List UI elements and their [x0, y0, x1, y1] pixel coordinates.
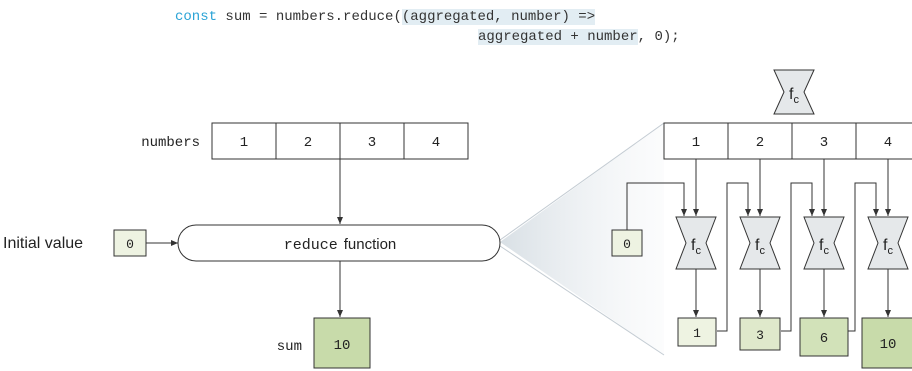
- numbers-cell: [339, 122, 405, 160]
- code-line-2-suffix: , 0);: [637, 29, 680, 45]
- zoom-wedge-edge-bottom: [499, 245, 665, 356]
- accumulator-line-0: [626, 182, 687, 230]
- accumulator-line-1: [717, 182, 751, 332]
- function-step-label: fc: [819, 237, 829, 257]
- expanded-initial-value: 0: [623, 237, 631, 252]
- reduce-function-pill: [177, 224, 501, 262]
- result-box-2: [739, 317, 781, 351]
- sum-label: sum: [277, 339, 302, 355]
- reduce-word: function: [344, 236, 397, 253]
- zoom-wedge-edge-top: [499, 122, 665, 241]
- zoom-wedge: [500, 123, 664, 355]
- reduce-function-label: reduce function: [284, 236, 397, 254]
- result-value: 10: [880, 337, 897, 353]
- expanded-cell: [663, 122, 729, 160]
- result-value: 6: [820, 331, 828, 347]
- numbers-cell: [403, 122, 469, 160]
- code-line-1-prefix: sum = numbers.reduce(: [217, 9, 402, 25]
- numbers-array: 1 2 3 4: [211, 122, 469, 160]
- expanded-value: 3: [820, 135, 828, 151]
- initial-value-box: [113, 229, 147, 257]
- function-step-label: fc: [755, 237, 765, 257]
- expanded-array: 1 2 3 4: [663, 122, 912, 160]
- numbers-value: 1: [240, 135, 248, 151]
- accumulator-line-2: [781, 182, 815, 332]
- function-step-4: fc: [867, 216, 909, 270]
- function-step-1: fc: [675, 216, 717, 270]
- code-line-1: const sum = numbers.reduce((aggregated, …: [175, 8, 596, 26]
- result-box-1: [677, 317, 717, 347]
- numbers-cell: [211, 122, 277, 160]
- code-line-2: aggregated + number, 0);: [478, 28, 680, 46]
- function-funnel: [773, 69, 815, 115]
- accumulator-line-3: [848, 182, 879, 332]
- result-box-4: [861, 317, 912, 369]
- function-funnel: [867, 216, 909, 270]
- function-funnel: [803, 216, 845, 270]
- result-value: 3: [756, 328, 764, 343]
- function-step-label: fc: [883, 237, 893, 257]
- expanded-value: 4: [884, 135, 892, 151]
- numbers-value: 3: [368, 135, 376, 151]
- function-step-2: fc: [739, 216, 781, 270]
- function-funnel: [675, 216, 717, 270]
- reduce-keyword: reduce: [284, 237, 338, 254]
- code-callback-params: (aggregated, number) =>: [401, 9, 596, 25]
- expanded-value: 1: [692, 135, 700, 151]
- code-callback-body: aggregated + number: [478, 29, 638, 45]
- top-function-symbol: fc: [773, 69, 815, 115]
- function-step-label: fc: [691, 237, 701, 257]
- function-funnel: [739, 216, 781, 270]
- sum-box: [313, 317, 371, 369]
- function-step-3: fc: [803, 216, 845, 270]
- numbers-label: numbers: [141, 135, 200, 151]
- result-value: 1: [693, 326, 701, 341]
- expanded-value: 2: [756, 135, 764, 151]
- numbers-value: 4: [432, 135, 440, 151]
- expanded-initial-box: [611, 229, 643, 257]
- function-symbol-label: fc: [789, 86, 799, 106]
- result-box-3: [799, 317, 849, 357]
- code-keyword: const: [175, 9, 218, 25]
- initial-value-label: Initial value: [3, 235, 83, 252]
- numbers-value: 2: [304, 135, 312, 151]
- sum-value: 10: [334, 338, 351, 354]
- initial-value: 0: [126, 237, 134, 252]
